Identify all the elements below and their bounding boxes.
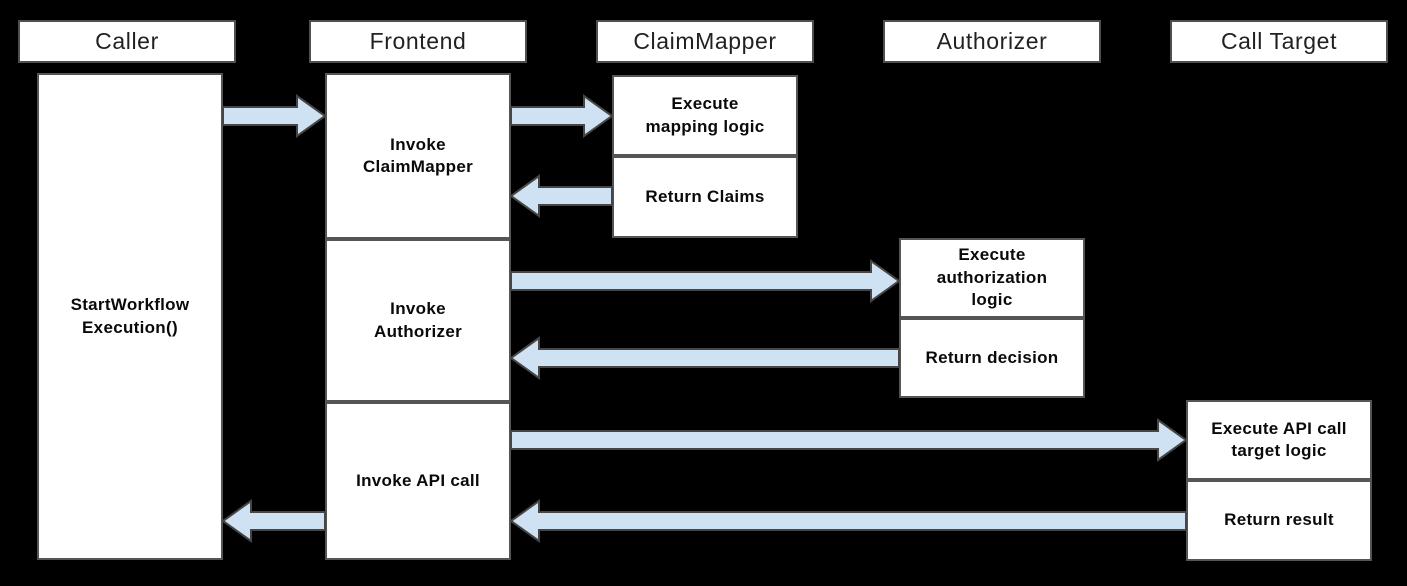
lane-header-frontend: Frontend bbox=[309, 20, 527, 63]
arrow-frontend-to-caller-icon bbox=[222, 499, 326, 543]
arrow-frontend-to-authorizer-icon bbox=[510, 259, 900, 303]
lane-header-authorizer: Authorizer bbox=[883, 20, 1101, 63]
lane-header-call-target: Call Target bbox=[1170, 20, 1388, 63]
box-execute-mapping-logic: Execute mapping logic bbox=[612, 75, 798, 156]
arrow-call-target-to-frontend-icon bbox=[510, 499, 1187, 543]
arrow-authorizer-to-frontend-icon bbox=[510, 336, 900, 380]
box-invoke-claimmapper: Invoke ClaimMapper bbox=[325, 73, 511, 239]
box-start-workflow-execution: StartWorkflow Execution() bbox=[37, 73, 223, 560]
box-invoke-authorizer: Invoke Authorizer bbox=[325, 239, 511, 402]
arrow-caller-to-frontend-icon bbox=[222, 94, 326, 138]
lane-header-claimmapper: ClaimMapper bbox=[596, 20, 814, 63]
box-execute-api-call-target-logic: Execute API call target logic bbox=[1186, 400, 1372, 480]
arrow-claimmapper-to-frontend-icon bbox=[510, 174, 613, 218]
box-return-claims: Return Claims bbox=[612, 156, 798, 238]
arrow-frontend-to-claimmapper-icon bbox=[510, 94, 613, 138]
box-return-decision: Return decision bbox=[899, 318, 1085, 398]
lane-header-caller: Caller bbox=[18, 20, 236, 63]
box-invoke-api-call: Invoke API call bbox=[325, 402, 511, 560]
box-execute-authorization-logic: Execute authorization logic bbox=[899, 238, 1085, 318]
box-return-result: Return result bbox=[1186, 480, 1372, 561]
arrow-frontend-to-call-target-icon bbox=[510, 418, 1187, 462]
